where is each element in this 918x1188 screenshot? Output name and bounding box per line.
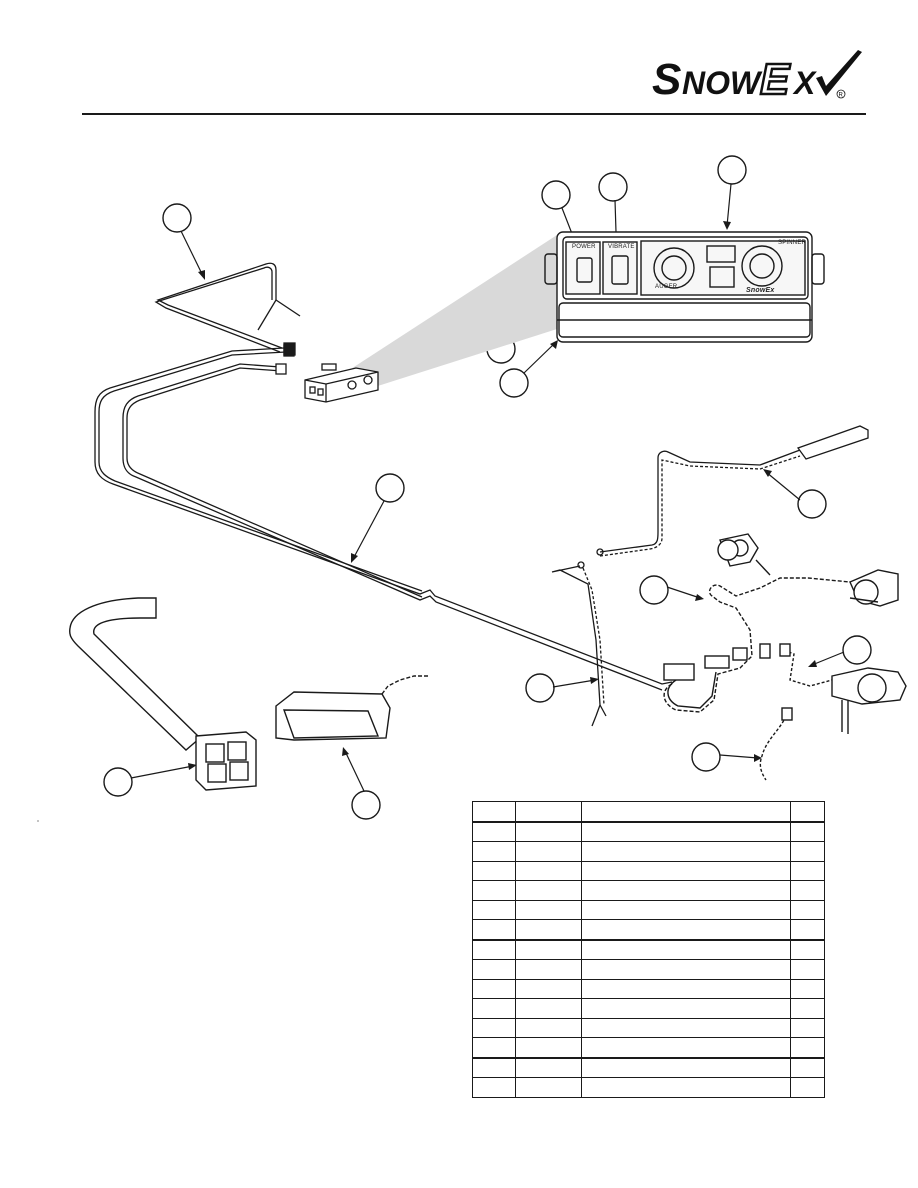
switch-box [304, 367, 379, 403]
callout-circle [525, 673, 555, 703]
svg-text:S: S [652, 55, 681, 104]
power-harness [156, 262, 283, 349]
svg-text:R: R [839, 93, 844, 99]
callout-circle [162, 203, 192, 233]
callout-circle [351, 790, 381, 820]
sensor-lead [599, 449, 801, 553]
svg-text:NOW: NOW [682, 65, 763, 101]
callout-circle [842, 635, 872, 665]
spinner-knob-label: SPINNER [778, 240, 807, 246]
power-switch-label: POWER [572, 244, 596, 250]
table-header-row [471, 800, 826, 823]
callout-circle [691, 742, 721, 772]
callout-circle [103, 767, 133, 797]
callout-circle [541, 180, 571, 210]
callout-circle [717, 155, 747, 185]
table-row [471, 1017, 826, 1039]
header-cell-description [581, 800, 791, 823]
table-row [471, 880, 826, 901]
callout-circle [797, 489, 827, 519]
snowex-logo: S NOW E X R [648, 48, 870, 105]
vibrator-lead [551, 565, 601, 717]
header-rule [82, 113, 866, 115]
vibrate-switch-label: VIBRATE [608, 244, 635, 250]
auger-knob-label: AUGER [655, 284, 678, 290]
svg-text:X: X [792, 65, 817, 101]
pigtail-lead [759, 715, 787, 781]
spinner-motor-lead [783, 649, 833, 687]
table-row [471, 978, 826, 1000]
callout-circle [375, 473, 405, 503]
table-row [471, 821, 826, 843]
motor-harness [663, 577, 851, 713]
table-row [471, 899, 826, 921]
table-row [471, 860, 826, 882]
harness-conduit [69, 597, 202, 751]
header-cell-part [515, 800, 583, 823]
table-row [471, 1057, 826, 1079]
parts-table [471, 800, 826, 1098]
callout-circle [639, 575, 669, 605]
table-row [471, 1077, 826, 1098]
callout-circle [499, 368, 529, 398]
header-cell-qty [789, 800, 826, 823]
header-cell-item [471, 800, 517, 823]
table-row [471, 841, 826, 862]
panel-logo: SnowEx [746, 287, 775, 294]
table-row [471, 959, 826, 980]
main-harness [94, 347, 673, 685]
svg-text:E: E [760, 55, 791, 104]
table-row [471, 1037, 826, 1059]
table-row [471, 939, 826, 961]
callout-circle [598, 172, 628, 202]
table-row [471, 998, 826, 1019]
table-row [471, 919, 826, 941]
